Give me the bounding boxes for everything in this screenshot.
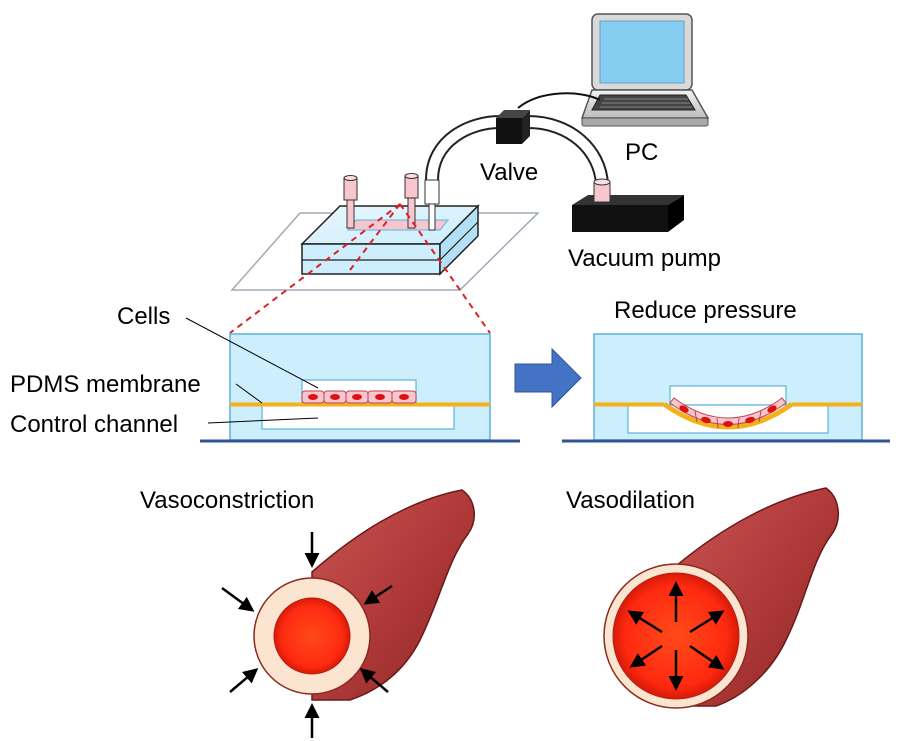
zoom-lines: [229, 203, 491, 334]
leader-lines: [185, 317, 319, 424]
vessel-icon-dilated: [603, 487, 839, 709]
dilation-arrows: [627, 581, 725, 691]
cell-layer: [301, 390, 417, 404]
reduce-pressure-label: Reduce pressure: [614, 297, 797, 324]
pdms-membrane-label: PDMS membrane: [10, 371, 201, 398]
right-arrow-icon: [514, 347, 582, 409]
cross-section-left: [200, 333, 520, 443]
vasodilation-label: Vasodilation: [566, 487, 695, 514]
vessel-icon: [221, 489, 475, 738]
cross-section-right: [562, 333, 890, 443]
control-channel-label: Control channel: [10, 411, 178, 438]
chip-device: [230, 173, 540, 291]
constriction-arrows: [221, 532, 393, 738]
valve-icon: [496, 110, 530, 144]
valve-label: Valve: [480, 159, 538, 186]
cell-layer-deformed: [669, 397, 787, 429]
cells-label: Cells: [117, 303, 170, 330]
vacuum-pump-label: Vacuum pump: [568, 245, 721, 272]
vacuum-pump-icon: [572, 178, 684, 232]
pc-label: PC: [625, 139, 658, 166]
pc-icon: [580, 13, 710, 127]
tube-icon: [425, 92, 609, 185]
vasoconstriction-label: Vasoconstriction: [140, 487, 314, 514]
